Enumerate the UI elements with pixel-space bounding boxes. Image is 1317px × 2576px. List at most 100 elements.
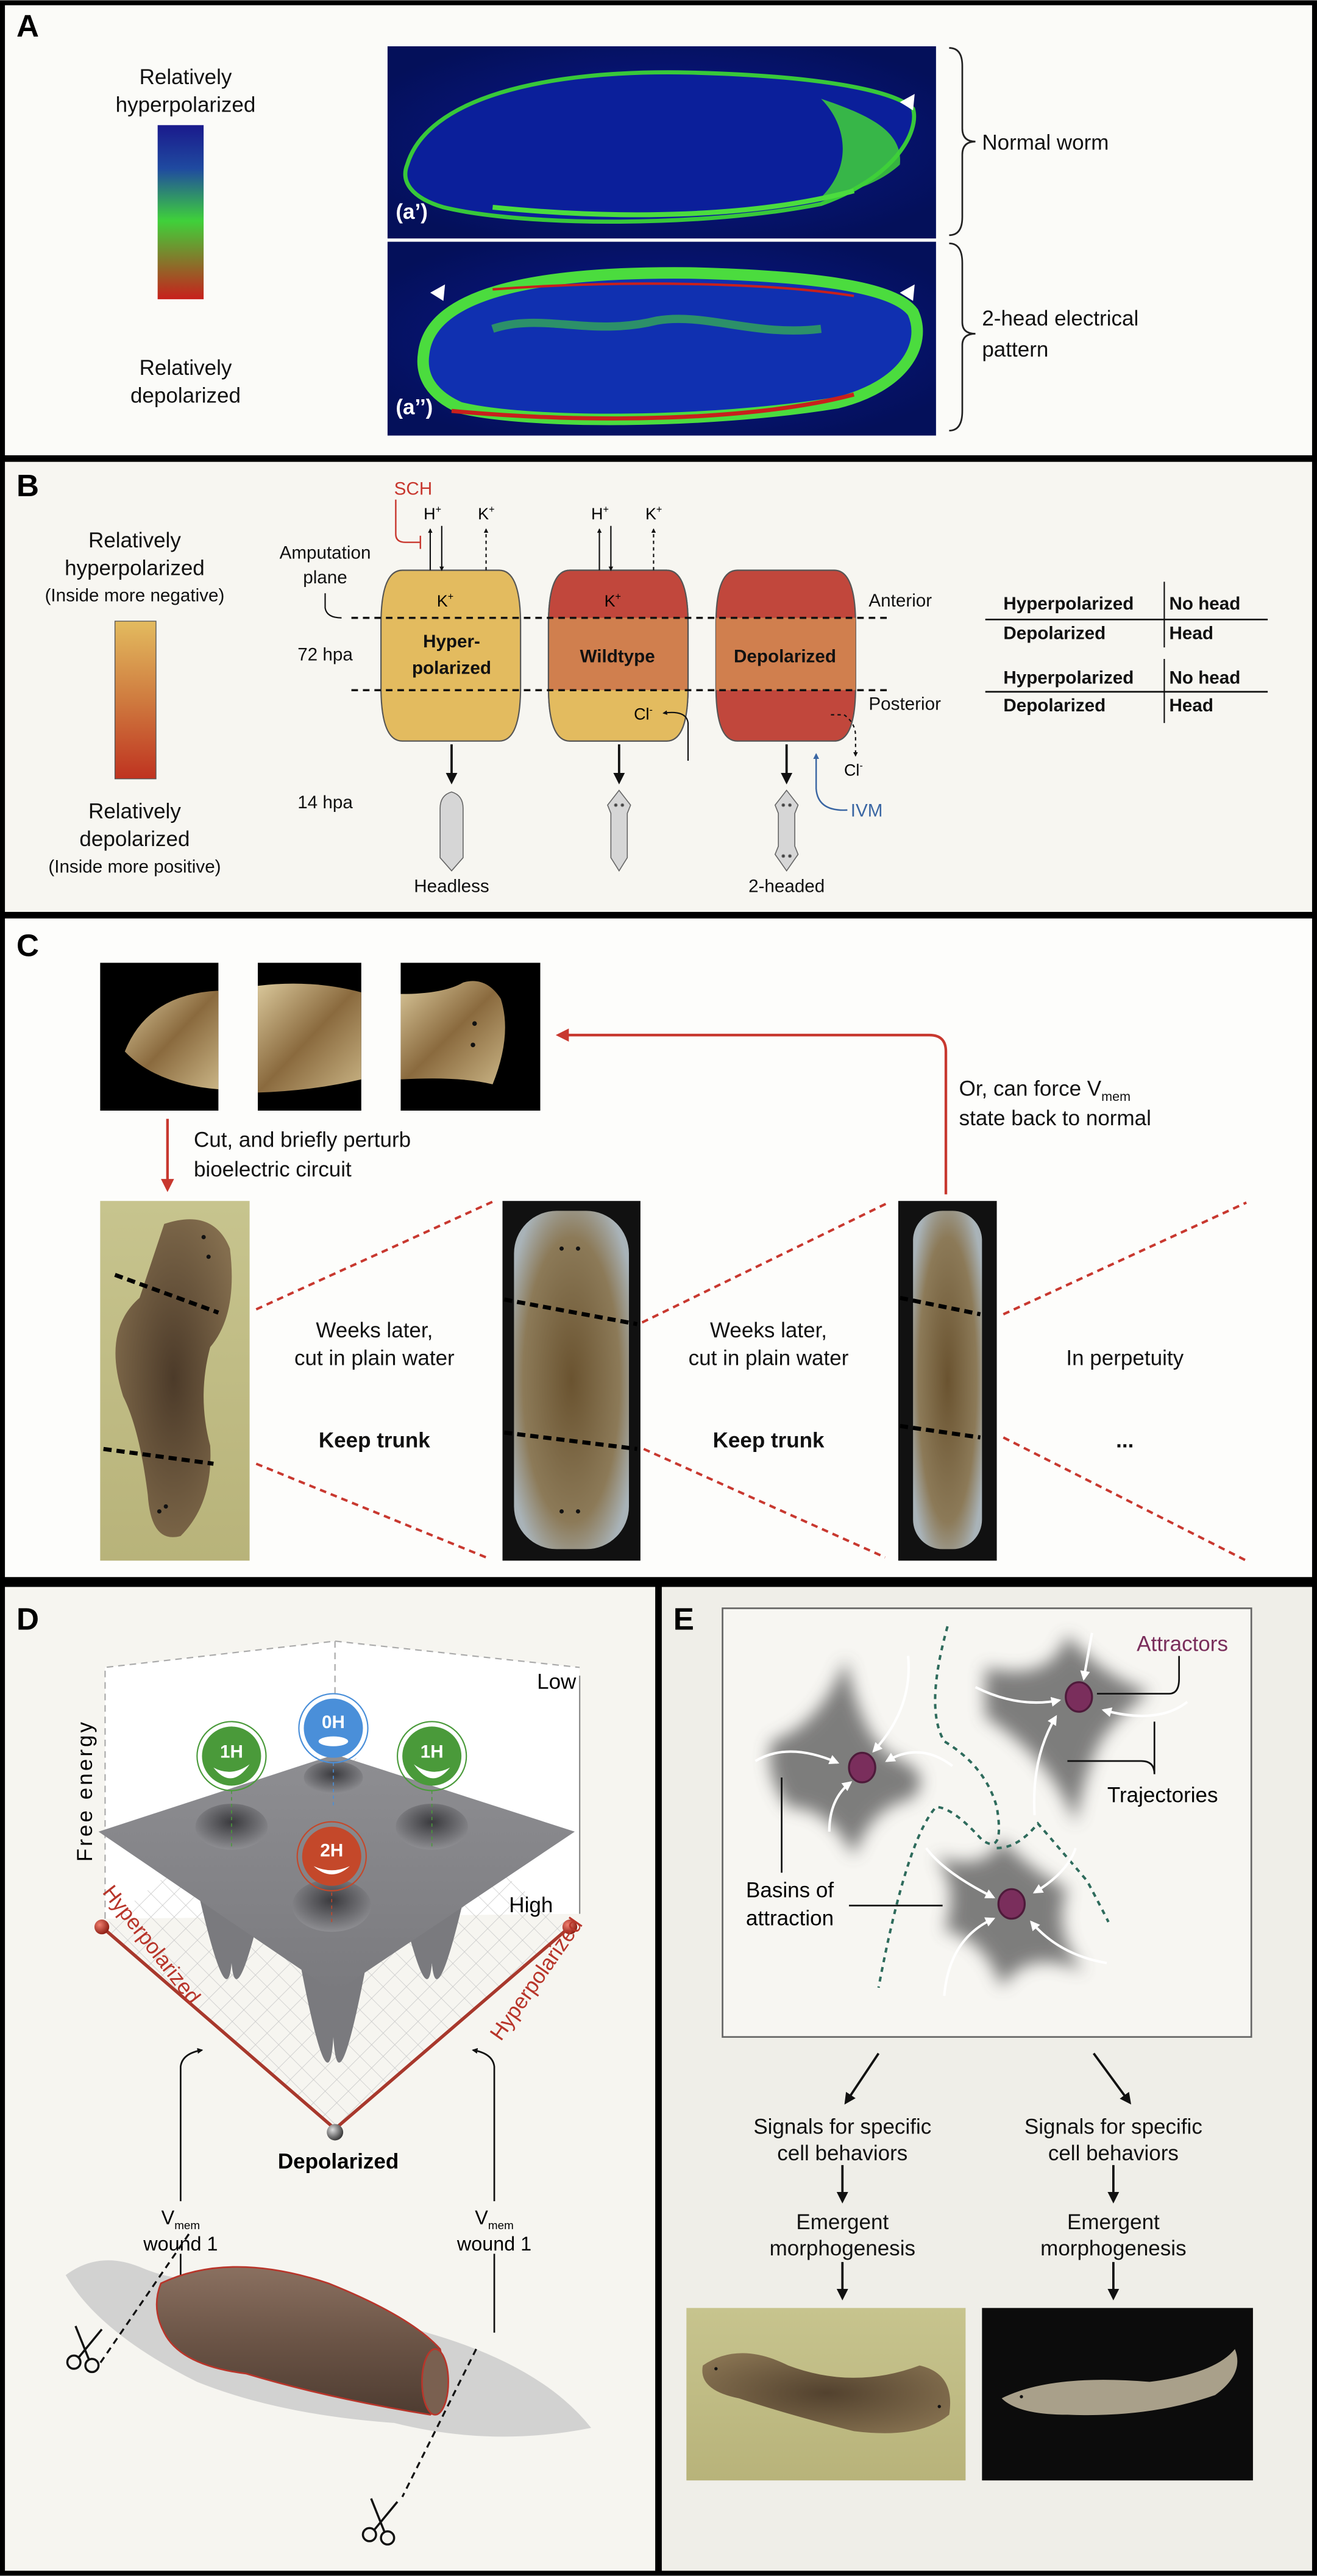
anterior-label: Anterior	[868, 591, 932, 611]
outcome-two-headed: 2-headed	[748, 877, 825, 897]
regeneration-arrows	[446, 744, 793, 785]
scale-bottom-2: depolarized	[130, 384, 241, 408]
callout-lines	[781, 1656, 1180, 1907]
basins-label-1: Basins of	[746, 1879, 834, 1902]
arrowhead-marker-icon	[430, 284, 446, 301]
image-label-a1: (a’)	[396, 200, 428, 224]
state-badge-1h-right: 1H	[396, 1721, 467, 1791]
table-cell: Hyperpolarized	[1003, 667, 1134, 688]
wound-label-2: wound 1	[456, 2233, 531, 2255]
fragment-label: Depolarized	[734, 646, 836, 666]
color-scale-bar	[157, 125, 204, 299]
state-badge-1h-left: 1H	[196, 1721, 267, 1791]
fragment-label: Hyper-	[423, 632, 480, 652]
panel-d: D Low Free energy 1H	[16, 1601, 592, 2546]
ellipsis-text: ...	[1116, 1428, 1134, 1452]
wound-label-1: wound 1	[143, 2233, 218, 2255]
emergent-text: morphogenesis	[770, 2236, 915, 2260]
ion-k-inside: K+	[605, 591, 621, 610]
low-label: Low	[537, 1670, 577, 1693]
basins-label-2: attraction	[746, 1906, 834, 1930]
ivm-arrow	[813, 753, 848, 811]
image-two-head-pattern: (a’’)	[387, 241, 936, 436]
brace-two-head	[949, 242, 976, 432]
svg-text:1H: 1H	[220, 1742, 243, 1762]
emergent-text: morphogenesis	[1040, 2236, 1186, 2260]
panel-c: C Cut, and briefly perturb bioelectric c…	[16, 928, 1248, 1562]
ion-h: H+	[591, 504, 609, 523]
table-cell: Hyperpolarized	[1003, 594, 1134, 614]
two-headed-worm-icon	[774, 789, 799, 872]
ion-h: H+	[424, 504, 441, 523]
b-scale-top-2: hyperpolarized	[65, 557, 205, 580]
axis-sphere	[562, 1920, 578, 1935]
axis-sphere	[327, 2124, 344, 2141]
panel-e-label: E	[673, 1601, 694, 1636]
scissors-icon	[361, 2498, 399, 2546]
outcome-headless: Headless	[414, 877, 489, 897]
two-head-text-1: 2-head electrical	[982, 307, 1138, 330]
emergent-text: Emergent	[1067, 2210, 1160, 2234]
cut-worm-photos	[100, 962, 541, 1111]
table-cell: Head	[1169, 624, 1213, 644]
signals-text: Signals for specific	[753, 2115, 931, 2139]
attractors-label: Attractors	[1137, 1632, 1228, 1656]
fragment-depolarized: Depolarized	[715, 569, 856, 742]
panel-b: B Relatively hyperpolarized (Inside more…	[16, 468, 1268, 897]
posterior-label: Posterior	[868, 694, 941, 714]
axis-label-bottom: Depolarized	[278, 2149, 399, 2173]
signals-text: cell behaviors	[1048, 2141, 1179, 2165]
trajectories	[754, 1632, 1188, 1996]
signals-text: cell behaviors	[777, 2141, 907, 2165]
trajectories-label: Trajectories	[1107, 1783, 1218, 1807]
image-normal-worm: (a’)	[387, 46, 936, 239]
table-cell: No head	[1169, 667, 1240, 688]
photo-third-gen-worm	[898, 1201, 997, 1561]
table-cell: Head	[1169, 696, 1213, 716]
state-badge-2h: 2H	[296, 1821, 367, 1891]
time-72-hpa: 72 hpa	[297, 645, 353, 665]
outcome-table-2: Hyperpolarized No head Depolarized Head	[985, 659, 1268, 724]
vmem-label-1: Vmem	[162, 2207, 201, 2232]
fragment-wildtype: Wildtype	[547, 569, 689, 742]
ion-k-inside: K+	[437, 591, 453, 610]
arrowhead-marker-icon	[900, 94, 915, 111]
ion-k: K+	[478, 504, 494, 523]
scale-bottom-1: Relatively	[140, 356, 232, 380]
table-cell: No head	[1169, 594, 1240, 614]
fragment-label: polarized	[412, 658, 491, 678]
restore-text-2: state back to normal	[959, 1106, 1151, 1130]
sch-inhibition-line	[395, 499, 422, 549]
worm-icon	[313, 1866, 350, 1874]
table-cell: Depolarized	[1003, 696, 1106, 716]
headless-worm-icon	[439, 791, 464, 872]
table-cell: Depolarized	[1003, 624, 1106, 644]
step-text: cut in plain water	[294, 1347, 455, 1370]
outcome-table-1: Hyperpolarized No head Depolarized Head	[985, 582, 1268, 648]
ion-fluxes	[428, 525, 858, 761]
emergent-text: Emergent	[796, 2210, 889, 2234]
perturb-text-1: Cut, and briefly perturb	[194, 1128, 411, 1151]
b-color-scale-bar	[114, 621, 157, 780]
step-text: cut in plain water	[689, 1347, 849, 1370]
sch-drug-label: SCH	[394, 479, 433, 499]
trunk-projection-lines	[255, 1200, 1248, 1562]
scale-top-1: Relatively	[140, 65, 232, 89]
vmem-label-2: Vmem	[475, 2207, 514, 2232]
basin-boundaries	[877, 1626, 1110, 1988]
fragment-label: Wildtype	[580, 646, 655, 666]
flow-arrows	[836, 2052, 1132, 2300]
restore-text-1: Or, can force Vmem	[959, 1077, 1131, 1104]
panel-c-label: C	[16, 928, 39, 963]
ivm-drug-label: IVM	[851, 801, 883, 821]
photo-second-gen-worm	[502, 1201, 641, 1561]
b-scale-bottom-1: Relatively	[88, 799, 181, 823]
normal-worm-text: Normal worm	[982, 131, 1109, 155]
signals-text: Signals for specific	[1024, 2115, 1202, 2139]
attractor-point	[997, 1888, 1026, 1920]
scissors-icon	[66, 2325, 103, 2374]
worm-icon	[213, 1764, 250, 1779]
photo-two-headed-worm	[100, 1201, 250, 1561]
panel-d-label: D	[16, 1601, 39, 1636]
